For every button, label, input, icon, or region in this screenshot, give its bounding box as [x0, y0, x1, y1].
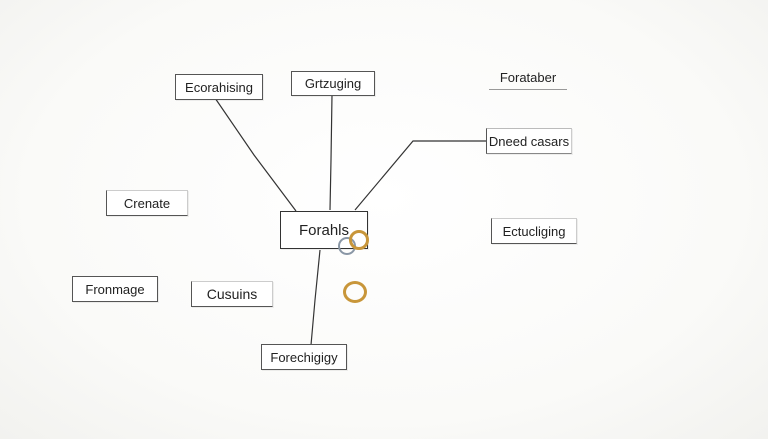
node-crenate[interactable]: Crenate	[106, 190, 188, 216]
node-label: Ecorahising	[185, 79, 253, 95]
node-dneed-casars[interactable]: Dneed casars	[486, 128, 572, 154]
node-label: Forataber	[499, 70, 557, 85]
node-ectucliging[interactable]: Ectucliging	[491, 218, 577, 244]
node-grtzuging[interactable]: Grtzuging	[291, 71, 375, 96]
connector-center-grtzuging	[329, 94, 333, 211]
connector-center-forechigigy	[310, 249, 321, 346]
connector-center-ecorahising	[214, 97, 297, 212]
node-forechigigy[interactable]: Forechigigy	[261, 344, 347, 370]
node-label: Grtzuging	[304, 76, 362, 91]
node-label: Forechigigy	[270, 349, 338, 365]
node-forataber[interactable]: Forataber	[489, 66, 567, 90]
node-fronmage[interactable]: Fronmage	[72, 276, 158, 302]
node-label: Ectucliging	[502, 223, 566, 239]
node-label: Crenate	[123, 195, 171, 211]
node-ecorahising[interactable]: Ecorahising	[175, 74, 263, 100]
gold-ring-icon	[349, 230, 369, 250]
node-label: Dneed casars	[488, 133, 570, 149]
node-cusuins[interactable]: Cusuins	[191, 281, 273, 307]
gold-ring-icon	[343, 281, 367, 303]
center-label: Forahls	[298, 221, 350, 239]
node-center-forahls[interactable]: Forahls	[280, 211, 368, 249]
connector-center-dneed-casars	[354, 140, 487, 211]
node-label: Cusuins	[206, 286, 258, 302]
node-label: Fronmage	[85, 281, 145, 297]
